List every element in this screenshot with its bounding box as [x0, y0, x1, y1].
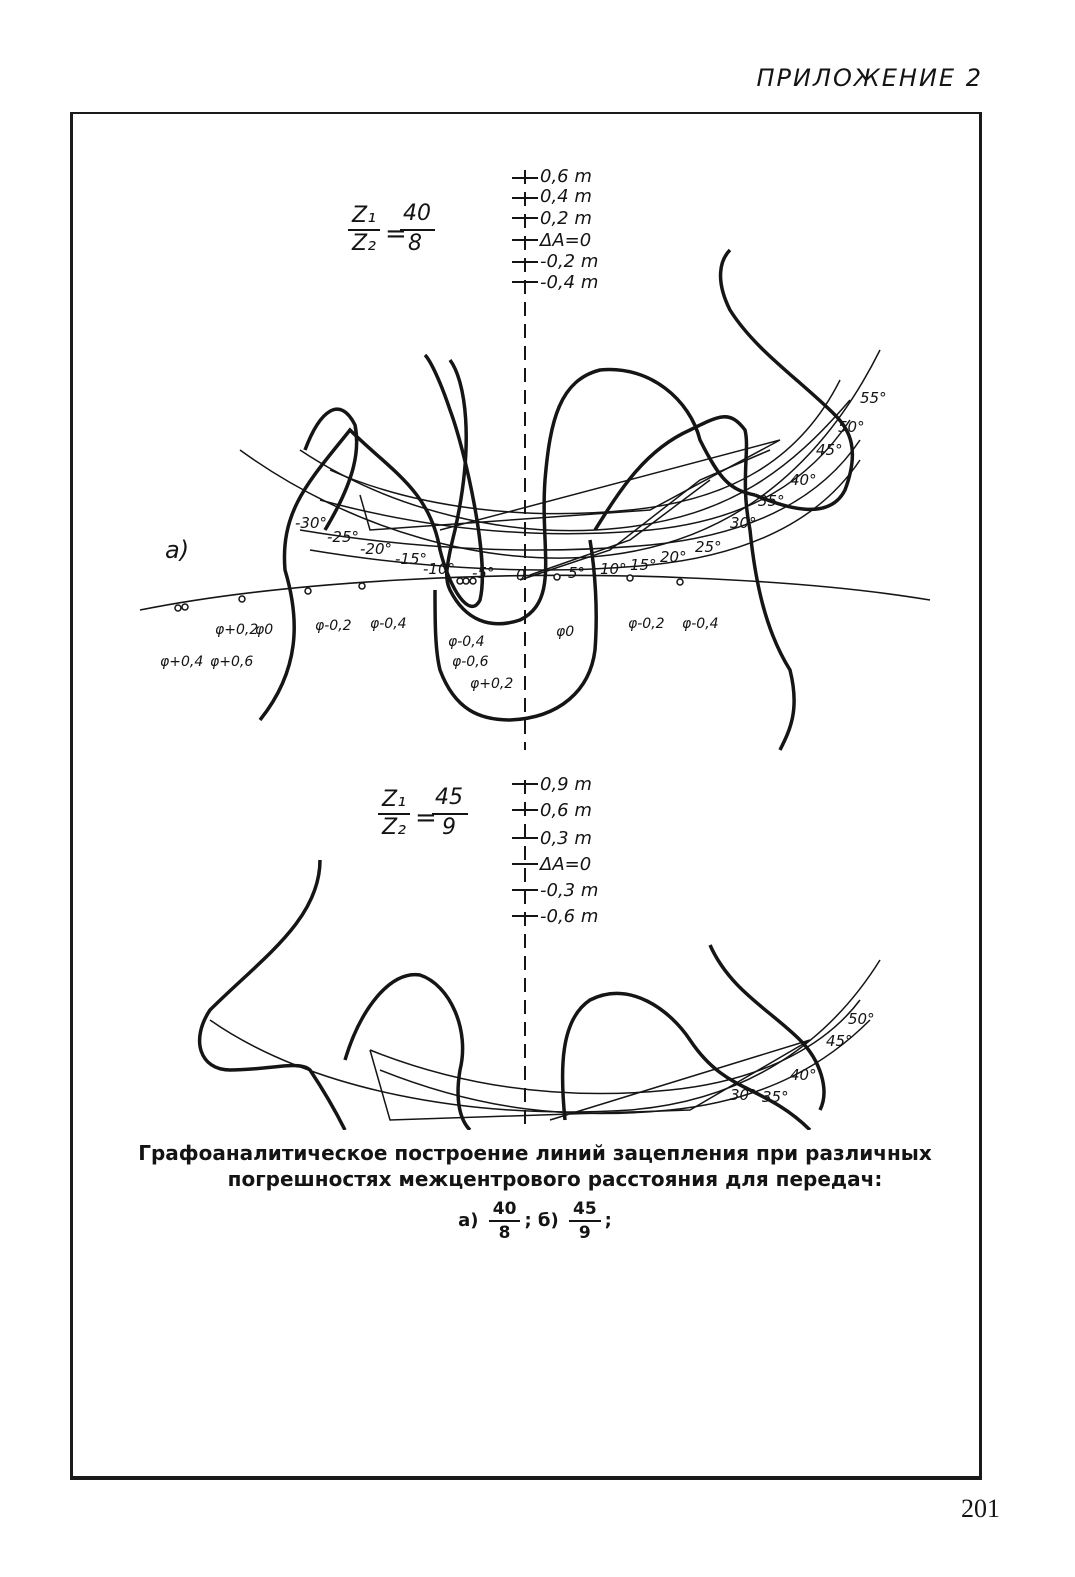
- action-line: [369, 1039, 811, 1121]
- gear-ratio-b: Z₁ Z₂ = 45 9: [378, 785, 468, 840]
- pitch-arc: [139, 574, 931, 611]
- svg-text:15°: 15°: [630, 556, 657, 574]
- phi-labels-a: φ+0,2 φ0 φ-0,2 φ-0,4 φ+0,4 φ+0,6 φ-0,4 φ…: [160, 616, 719, 692]
- svg-text:50°: 50°: [848, 1010, 875, 1028]
- svg-text:45°: 45°: [826, 1032, 853, 1050]
- gear-tooth-outline: [258, 353, 484, 722]
- svg-text:-25°: -25°: [327, 528, 359, 546]
- figure-frame: [70, 112, 982, 1480]
- caption-formula: а) 40 8 ; б) 45 9 ;: [458, 1198, 612, 1244]
- action-line: [519, 449, 771, 581]
- svg-text:-30°: -30°: [295, 514, 327, 532]
- svg-text:φ+0,2: φ+0,2: [470, 676, 513, 692]
- svg-text:5°: 5°: [568, 564, 585, 582]
- svg-text:0,3 m: 0,3 m: [540, 828, 592, 849]
- gear-tooth-outline: [433, 539, 598, 722]
- svg-text:Z₁: Z₁: [381, 787, 406, 812]
- svg-text:9: 9: [442, 815, 456, 840]
- svg-text:20°: 20°: [660, 548, 687, 566]
- scale-labels-a: 0,6 m 0,4 m 0,2 m ΔA=0 -0,2 m -0,4 m: [538, 166, 598, 293]
- fraction-b: 45 9: [569, 1198, 601, 1244]
- svg-text:φ-0,4: φ-0,4: [370, 616, 407, 632]
- gear-tooth-outline: [303, 407, 359, 531]
- gear-tooth-outline: [708, 944, 826, 1111]
- svg-text:φ-0,6: φ-0,6: [452, 654, 489, 670]
- engagement-arc: [239, 349, 881, 559]
- svg-text:35°: 35°: [762, 1088, 789, 1106]
- svg-text:0,9 m: 0,9 m: [540, 774, 592, 795]
- svg-text:-0,6 m: -0,6 m: [540, 906, 598, 927]
- svg-text:-0,4 m: -0,4 m: [540, 272, 598, 293]
- svg-text:35°: 35°: [758, 492, 785, 510]
- svg-text:φ0: φ0: [255, 622, 273, 638]
- svg-text:=: =: [385, 219, 407, 249]
- svg-text:10°: 10°: [600, 560, 627, 578]
- figure-caption: Графоаналитическое построение линий заце…: [95, 1140, 975, 1244]
- engagement-arc: [369, 999, 861, 1095]
- svg-text:45: 45: [435, 785, 463, 810]
- fraction-a: 40 8: [488, 1198, 521, 1244]
- svg-text:8: 8: [408, 231, 422, 256]
- svg-text:45°: 45°: [816, 441, 843, 459]
- svg-text:30°: 30°: [730, 1086, 757, 1104]
- svg-text:φ-0,4: φ-0,4: [682, 616, 719, 632]
- svg-text:40: 40: [403, 201, 431, 226]
- svg-text:-15°: -15°: [395, 550, 427, 568]
- svg-text:-5°: -5°: [472, 564, 494, 582]
- svg-text:40°: 40°: [790, 471, 817, 489]
- svg-text:Z₁: Z₁: [351, 203, 376, 228]
- gear-tooth-outline: [198, 859, 347, 1130]
- svg-text:φ+0,4: φ+0,4: [160, 654, 203, 670]
- svg-text:Z₂: Z₂: [381, 815, 406, 840]
- action-line: [359, 439, 781, 531]
- svg-text:φ-0,2: φ-0,2: [628, 616, 665, 632]
- figure-b: Z₁ Z₂ = 45 9 0,9 m 0,6 m 0,3 m ΔA=0 -0,3…: [198, 774, 881, 1130]
- caption-line-2: погрешностях межцентрового расстояния дл…: [227, 1167, 883, 1191]
- svg-text:55°: 55°: [860, 389, 887, 407]
- svg-text:0: 0: [516, 566, 526, 584]
- scale-labels-b: 0,9 m 0,6 m 0,3 m ΔA=0 -0,3 m -0,6 m: [538, 774, 598, 927]
- caption-line-1: Графоаналитическое построение линий заце…: [138, 1141, 932, 1165]
- svg-text:-20°: -20°: [360, 540, 392, 558]
- svg-text:ΔA=0: ΔA=0: [538, 854, 591, 875]
- gear-tooth-outline: [343, 972, 472, 1130]
- svg-text:φ-0,4: φ-0,4: [448, 634, 485, 650]
- page-number: 201: [961, 1494, 1000, 1523]
- panel-label-a: а): [165, 536, 189, 564]
- svg-text:φ+0,6: φ+0,6: [210, 654, 253, 670]
- svg-text:=: =: [415, 803, 437, 833]
- figure-b-lower: [90, 1090, 970, 1130]
- svg-text:40°: 40°: [790, 1066, 817, 1084]
- engagement-arc: [299, 399, 851, 532]
- angle-labels-a: -30° -25° -20° -15° -10° -5° 0 5° 10° 15…: [295, 389, 887, 584]
- engagement-arc: [309, 459, 861, 571]
- gear-tooth-outline: [444, 358, 756, 626]
- engagement-arc: [209, 959, 881, 1113]
- angle-labels-b: 30° 35° 40° 45° 50°: [730, 1010, 875, 1106]
- engagement-arc: [329, 379, 841, 515]
- figure-a: Z₁ Z₂ = 40 8 0,6 m 0,4 m 0,2 m ΔA=0 -0,2…: [139, 166, 931, 751]
- svg-text:50°: 50°: [838, 418, 865, 436]
- svg-text:30°: 30°: [730, 514, 757, 532]
- svg-text:φ+0,2: φ+0,2: [215, 622, 258, 638]
- gear-ratio-a: Z₁ Z₂ = 40 8: [348, 201, 435, 256]
- engagement-arc: [299, 439, 861, 551]
- svg-text:-10°: -10°: [423, 560, 455, 578]
- action-line: [529, 479, 711, 576]
- svg-text:φ-0,2: φ-0,2: [315, 618, 352, 634]
- gear-tooth-outline: [560, 991, 812, 1130]
- svg-text:0,4 m: 0,4 m: [540, 186, 592, 207]
- svg-text:φ0: φ0: [556, 624, 574, 640]
- gear-tooth-outline: [718, 248, 855, 512]
- svg-text:ΔA=0: ΔA=0: [538, 230, 591, 251]
- svg-text:0,6 m: 0,6 m: [540, 166, 592, 187]
- page-header: ПРИЛОЖЕНИЕ 2: [756, 64, 983, 92]
- svg-text:-0,2 m: -0,2 m: [540, 251, 598, 272]
- svg-text:0,2 m: 0,2 m: [540, 208, 592, 229]
- svg-text:Z₂: Z₂: [351, 231, 376, 256]
- svg-text:0,6 m: 0,6 m: [540, 800, 592, 821]
- svg-text:-0,3 m: -0,3 m: [540, 880, 598, 901]
- svg-text:25°: 25°: [695, 538, 722, 556]
